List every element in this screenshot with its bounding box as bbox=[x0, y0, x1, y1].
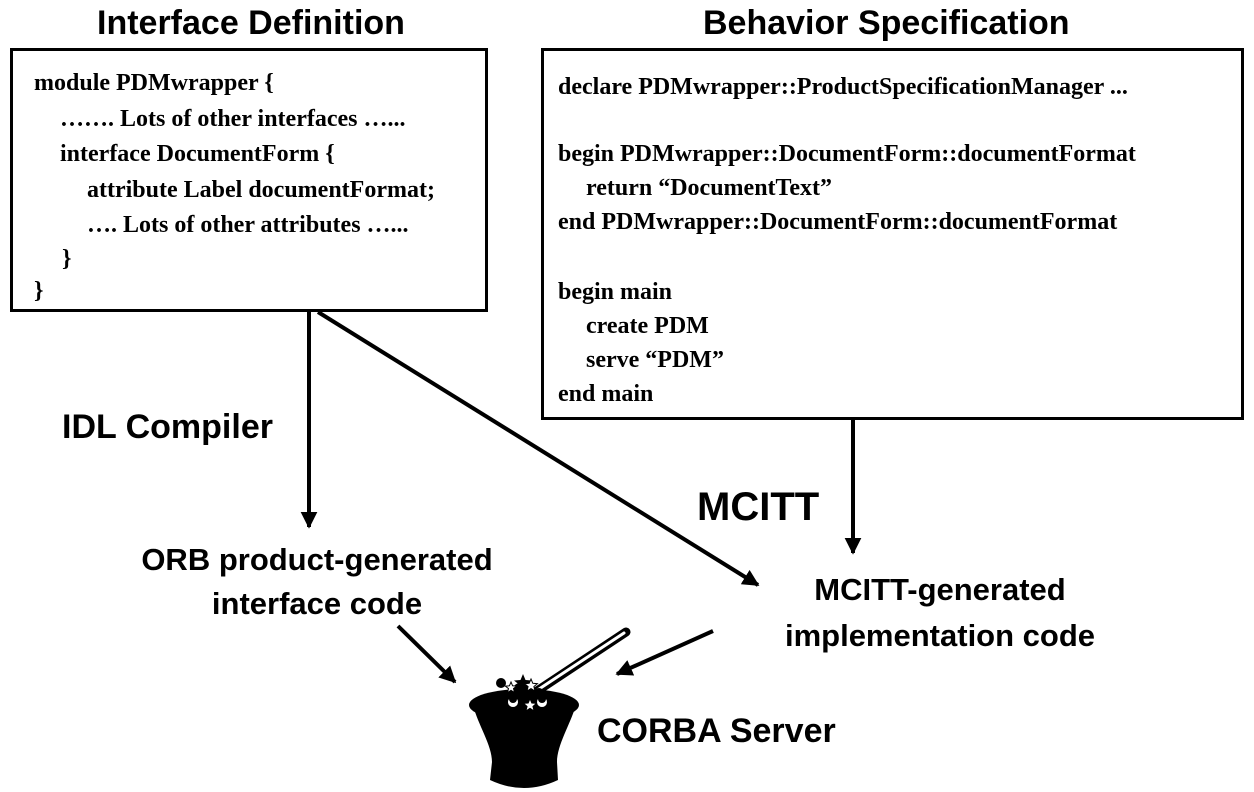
code-line: } bbox=[34, 278, 44, 304]
behavior-specification-title: Behavior Specification bbox=[703, 4, 1070, 42]
interface-to-mcitt-arrow bbox=[316, 310, 760, 587]
orb-code-line: ORB product-generated bbox=[141, 542, 493, 577]
behavior-specification-box: declare PDMwrapper::ProductSpecification… bbox=[541, 48, 1244, 420]
mcitt-code-arrow bbox=[615, 629, 714, 676]
code-line: begin main bbox=[558, 279, 673, 305]
code-line: begin PDMwrapper::DocumentForm::document… bbox=[558, 141, 1136, 167]
code-line: end PDMwrapper::DocumentForm::documentFo… bbox=[558, 209, 1118, 235]
code-line: interface DocumentForm { bbox=[60, 141, 335, 167]
code-line: create PDM bbox=[586, 313, 709, 339]
code-line: module PDMwrapper { bbox=[34, 70, 274, 96]
code-line: …. Lots of other attributes …... bbox=[87, 212, 409, 238]
mcitt-code-label: MCITT-generated implementation code bbox=[760, 567, 1120, 659]
orb-code-label: ORB product-generated interface code bbox=[112, 538, 522, 626]
code-line: attribute Label documentFormat; bbox=[87, 177, 435, 203]
code-line: serve “PDM” bbox=[586, 347, 724, 373]
code-line: } bbox=[62, 246, 72, 272]
code-line: return “DocumentText” bbox=[586, 175, 832, 201]
orb-code-arrow bbox=[396, 624, 457, 684]
mcitt-code-line: MCITT-generated bbox=[814, 572, 1066, 607]
orb-code-line: interface code bbox=[211, 586, 423, 621]
code-line: end main bbox=[558, 381, 654, 407]
mcitt-code-line: implementation code bbox=[784, 618, 1096, 653]
idl-compiler-label: IDL Compiler bbox=[62, 408, 273, 446]
code-line: ……. Lots of other interfaces …... bbox=[60, 106, 406, 132]
interface-definition-box: module PDMwrapper { ……. Lots of other in… bbox=[10, 48, 488, 312]
code-line: declare PDMwrapper::ProductSpecification… bbox=[558, 74, 1128, 100]
mcitt-label: MCITT bbox=[697, 485, 820, 529]
corba-server-label: CORBA Server bbox=[597, 712, 836, 750]
interface-definition-title: Interface Definition bbox=[97, 4, 405, 42]
magic-hat-icon bbox=[469, 627, 631, 788]
